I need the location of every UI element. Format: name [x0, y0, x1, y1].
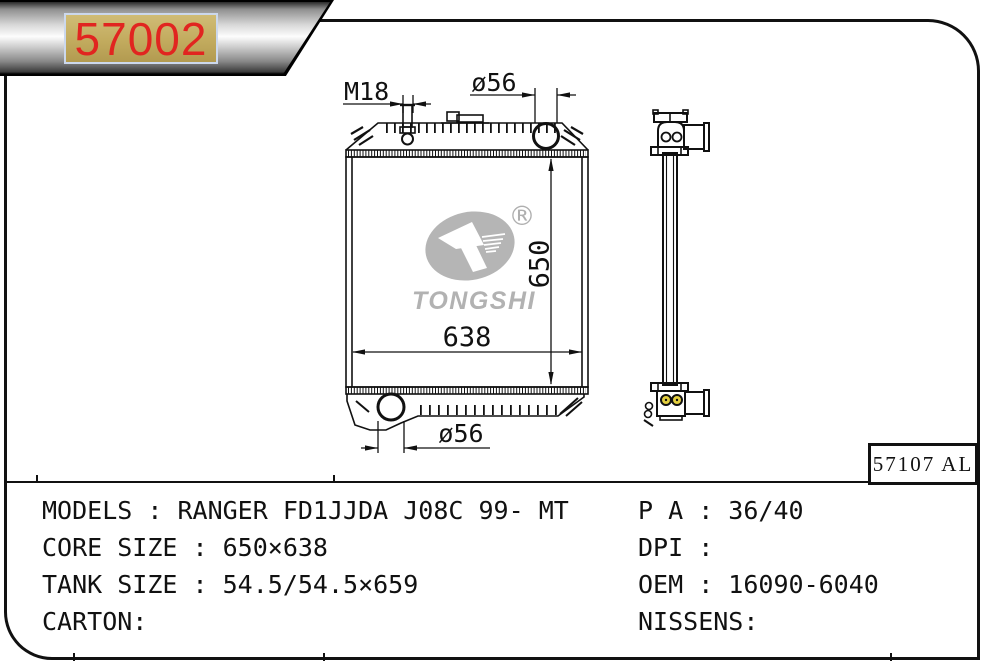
dimension-labels: M18 ø56 650 638 ø56 — [344, 68, 555, 448]
top-port-circle — [532, 122, 560, 150]
dim-thread: M18 — [344, 77, 389, 106]
spec-column-left: MODELS : RANGER FD1JJDA J08C 99- MT CORE… — [42, 492, 569, 640]
brand-logo-text: TONGSHI — [412, 287, 536, 315]
spec-oem: OEM : 16090-6040 — [638, 570, 879, 599]
section-divider — [6, 481, 978, 483]
spec-tank-size: TANK SIZE : 54.5/54.5×659 — [42, 570, 419, 599]
page-border — [4, 19, 980, 660]
spec-column-right: P A : 36/40 DPI : OEM : 16090-6040 NISSE… — [638, 492, 879, 640]
part-number: 57002 — [74, 12, 208, 65]
logo-speed-lines — [481, 233, 506, 253]
spec-nissens: NISSENS: — [638, 607, 759, 636]
dim-bottom-port: ø56 — [438, 419, 483, 448]
corner-hatch-left — [350, 126, 374, 146]
dim-core-width: 638 — [443, 322, 492, 353]
radiator-side-view — [643, 109, 710, 427]
part-number-plate: 57002 — [64, 13, 218, 64]
dim-top-port: ø56 — [471, 68, 516, 97]
ref-code: 57107 AL — [872, 451, 974, 476]
brand-logo: ® TONGSHI — [412, 201, 536, 315]
fold-tick — [73, 653, 75, 661]
dim-core-height: 650 — [524, 240, 555, 289]
corner-hatch-right — [560, 126, 584, 146]
radiator-front-view — [345, 103, 589, 431]
fold-tick — [36, 475, 38, 483]
spec-core-size: CORE SIZE : 650×638 — [42, 533, 328, 562]
spec-pa: P A : 36/40 — [638, 496, 804, 525]
registered-mark: ® — [509, 201, 536, 232]
fold-tick — [890, 653, 892, 661]
spec-models: MODELS : RANGER FD1JJDA J08C 99- MT — [42, 496, 569, 525]
spec-dpi: DPI : — [638, 533, 714, 562]
logo-arrow-stem — [460, 241, 487, 272]
fold-tick — [333, 475, 335, 483]
bottom-port-circle — [376, 392, 406, 422]
fold-tick — [323, 653, 325, 661]
dimension-lines — [343, 88, 582, 453]
spec-carton: CARTON: — [42, 607, 148, 636]
ref-code-box: 57107 AL — [868, 443, 978, 485]
